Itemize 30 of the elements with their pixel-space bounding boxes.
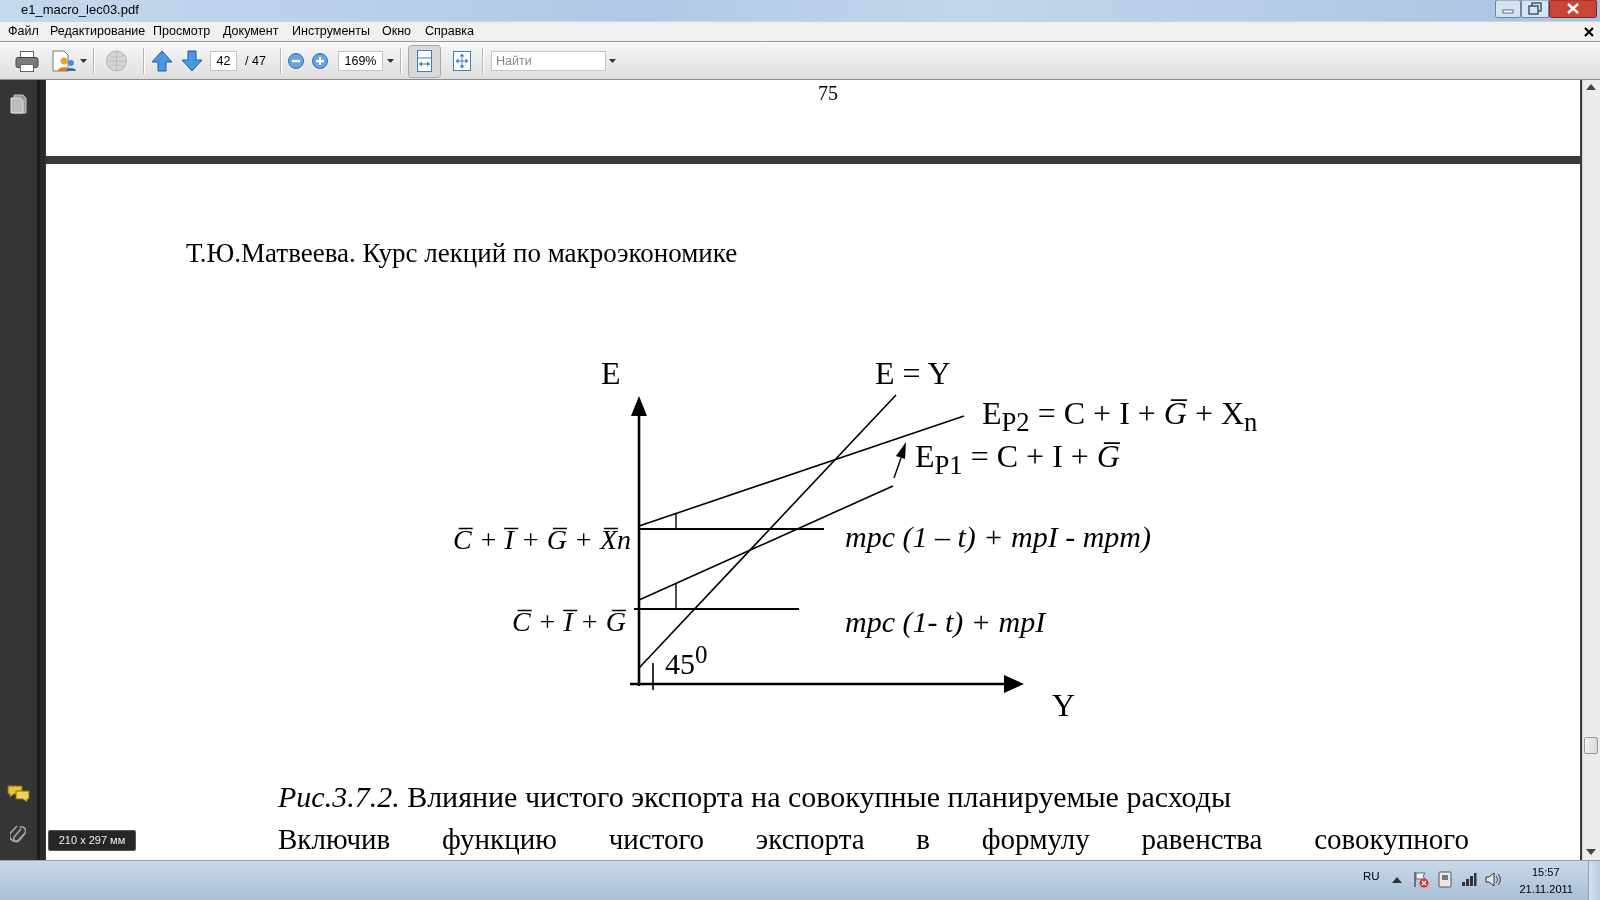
window-title: e1_macro_lec03.pdf (21, 2, 139, 18)
line-label: E = Y (875, 354, 951, 392)
angle-label: 45$^{0}$ (665, 646, 708, 681)
figure-caption: Рис.3.7.2. Влияние чистого экспорта на совокупные планируемые расходы (278, 779, 1232, 814)
page-number-field: 42 (210, 51, 237, 71)
menu-item: Документ (223, 24, 279, 39)
language-indicator: RU (1363, 869, 1380, 883)
line-label: E$_{P1}$ = C + I + G̅ (915, 437, 1120, 475)
menu-item: Файл (8, 24, 39, 39)
intercept-label: C̅ + I̅ + G̅ + X̅n (453, 524, 631, 557)
zoom-field: 169% (338, 51, 383, 71)
page-number: 75 (818, 81, 838, 105)
body-text: Включив функцию чистого экспорта в формулу равенства совокупного (278, 822, 1469, 856)
slope-label: mpc (1 – t) + mpI - mpm) (845, 519, 1151, 554)
running-header: Т.Ю.Матвеева. Курс лекций по макроэкономике (186, 237, 738, 269)
page-count: / 47 (245, 54, 266, 69)
search-field: Найти (491, 51, 606, 71)
line-label: E$_{P2}$ = C + I + G̅ + X$_{n}$ (982, 394, 1258, 432)
menu-item: Окно (382, 24, 412, 39)
intercept-label: C̅ + I̅ + G̅ (512, 606, 626, 639)
menu-item: Редактирование (50, 24, 146, 39)
clock-date: 21.11.2011 (1519, 882, 1573, 896)
menu-item: Просмотр (153, 24, 211, 39)
menu-item: Инструменты (292, 24, 370, 39)
clock-time: 15:57 (1532, 865, 1560, 879)
menu-item: Справка (425, 24, 475, 39)
slope-label: mpc (1- t) + mpI (845, 604, 1046, 639)
axis-label: Y (1052, 686, 1076, 724)
tooltip: 210 x 297 мм (48, 830, 136, 851)
axis-label: E (601, 354, 621, 392)
